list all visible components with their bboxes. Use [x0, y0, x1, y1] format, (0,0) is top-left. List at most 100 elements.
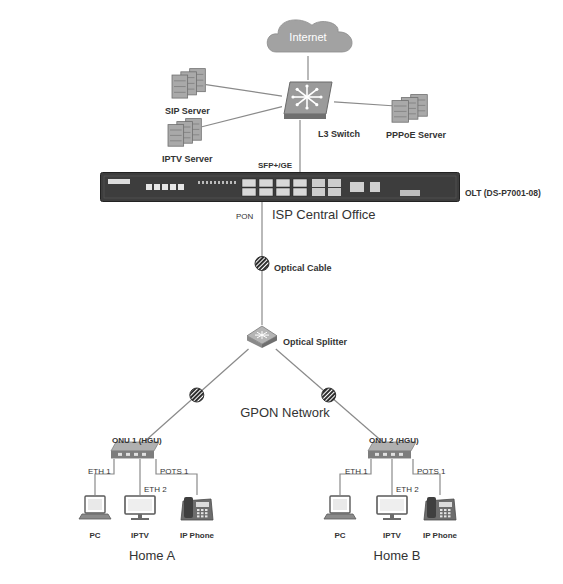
node-label-holder: GPON Network [240, 403, 330, 421]
splitter-icon-art [246, 325, 278, 349]
node-label: L3 Switch [318, 129, 360, 139]
node-label-holder: OLT (DS-P7001-08) [465, 182, 541, 200]
node-label-holder: Home A [129, 546, 175, 564]
node-label-holder: Optical Splitter [283, 331, 347, 349]
link-line [340, 459, 371, 495]
node-label: IP Phone [423, 531, 457, 540]
pc-icon-art [78, 495, 112, 521]
tv-icon: IPTV [124, 495, 156, 521]
cable-symbol [190, 388, 204, 402]
link-label: ETH 2 [144, 485, 167, 494]
node-label-holder: SIP Server [165, 100, 210, 118]
server-icon-art [392, 92, 428, 122]
node-label: IPTV [383, 531, 401, 540]
node-label: IP Phone [180, 531, 214, 540]
pc-icon-art [323, 495, 357, 521]
phone-icon: IP Phone [423, 495, 457, 521]
olt-device: OLT (DS-P7001-08) [100, 172, 460, 202]
node-label: ONU 1 (HGU) [112, 436, 162, 445]
server-icon: PPPoE Server [392, 92, 428, 122]
cloud: Internet [262, 12, 354, 56]
node-label-holder: PC [89, 524, 100, 542]
node-label-holder: L3 Switch [318, 123, 360, 141]
link-label-holder: ETH 1 [88, 460, 111, 478]
node-label: PC [89, 531, 100, 540]
server-icon-art [172, 66, 206, 98]
olt-device-art [100, 172, 460, 202]
link-line [95, 459, 114, 495]
node-label-holder: IP Phone [180, 524, 214, 542]
link-line [139, 459, 140, 495]
node-label-holder: PC [334, 524, 345, 542]
gpon-region: GPON Network Optical Splitter [130, 266, 440, 434]
port-label: PON [236, 212, 253, 221]
node-label-holder: ONU 1 (HGU) [112, 429, 162, 447]
link-line [145, 349, 248, 441]
link-line [334, 102, 392, 106]
link-label: SFP+/GE [258, 161, 292, 170]
phone-icon: IP Phone [180, 495, 214, 521]
node-label: GPON Network [240, 405, 330, 420]
link-line [307, 56, 308, 80]
onu-icon: ONU 1 (HGU) [110, 441, 160, 459]
node-label: PC [334, 531, 345, 540]
link-label-holder: ETH 2 [396, 478, 419, 496]
link-label-holder: POTS 1 [417, 460, 445, 478]
node-label: Home B [374, 548, 421, 563]
link-line [391, 459, 392, 495]
link-label: Optical Cable [274, 263, 332, 273]
node-label-holder: Internet [289, 27, 326, 45]
tv-icon-art [376, 495, 408, 521]
phone-icon-art [423, 495, 457, 521]
node-label: Home A [129, 548, 175, 563]
server-icon: IPTV Server [168, 116, 202, 146]
link-label-holder: Optical Cable [274, 257, 332, 275]
node-label: SIP Server [165, 106, 210, 116]
link-line [299, 120, 300, 172]
node-label-holder: Home B [374, 546, 421, 564]
node-label-holder: ISP Central Office [272, 205, 376, 223]
node-label-holder: IPTV [383, 524, 401, 542]
link-label: POTS 1 [160, 467, 188, 476]
node-label: ONU 2 (HGU) [369, 436, 419, 445]
link-line [276, 349, 382, 441]
link-line [202, 107, 282, 127]
link-label: ETH 1 [345, 467, 368, 476]
office-region: ISP Central OfficeSIP ServerIPTV ServerL… [18, 55, 548, 242]
link-label: ETH 1 [88, 467, 111, 476]
splitter-icon: Optical Splitter [246, 325, 278, 349]
switch-icon: L3 Switch [282, 80, 334, 120]
node-label: Optical Splitter [283, 337, 347, 347]
port-label-holder: PON [236, 205, 253, 223]
node-label: IPTV [131, 531, 149, 540]
link-label: POTS 1 [417, 467, 445, 476]
node-label: PPPoE Server [386, 130, 446, 140]
phone-icon-art [180, 495, 214, 521]
server-icon-art [168, 116, 202, 146]
node-label: ISP Central Office [272, 207, 376, 222]
node-label-holder: PPPoE Server [386, 124, 446, 142]
tv-icon: IPTV [376, 495, 408, 521]
link-label-holder: ETH 1 [345, 460, 368, 478]
server-icon: SIP Server [172, 66, 206, 98]
node-label: OLT (DS-P7001-08) [465, 188, 541, 198]
cable-symbol [255, 257, 269, 271]
link-label-holder: POTS 1 [160, 460, 188, 478]
cable-symbol [322, 388, 336, 402]
pc-icon: PC [78, 495, 112, 521]
switch-icon-art [282, 80, 334, 120]
link-line [206, 85, 282, 96]
node-label-holder: IPTV [131, 524, 149, 542]
node-label-holder: ONU 2 (HGU) [369, 429, 419, 447]
link-label-holder: SFP+/GE [258, 154, 292, 172]
node-label-holder: IP Phone [423, 524, 457, 542]
onu-icon: ONU 2 (HGU) [367, 441, 417, 459]
node-label: Internet [289, 31, 326, 43]
tv-icon-art [124, 495, 156, 521]
node-label-holder: IPTV Server [162, 148, 213, 166]
link-label: ETH 2 [396, 485, 419, 494]
link-label-holder: ETH 2 [144, 478, 167, 496]
home-region: Home A ONU 1 (HGU) PC IPTV IP Phone [30, 420, 275, 575]
node-label: IPTV Server [162, 154, 213, 164]
